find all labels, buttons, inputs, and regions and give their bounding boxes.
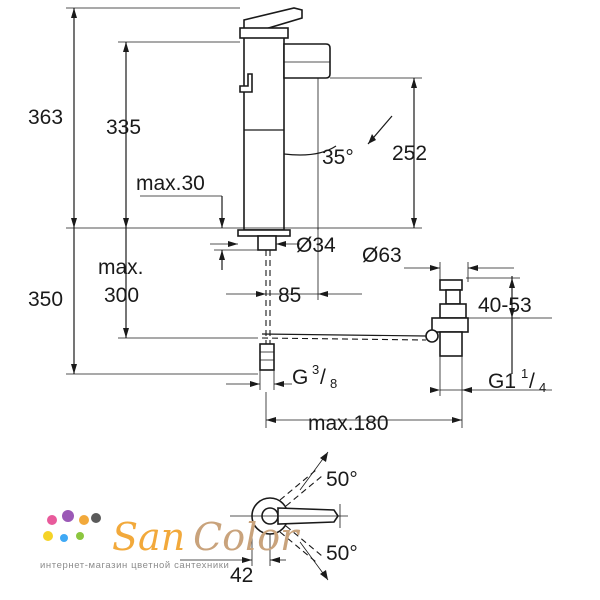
dim-40-53: 40-53 [478,294,532,317]
top-view [180,451,348,581]
dim-g-3-8-num: 3 [312,362,319,377]
faucet-body [237,7,331,371]
dot-pink [47,515,57,525]
dim-g-3-8-den: 8 [330,376,337,391]
dim-max-300-line1: max. [98,256,144,279]
dot-blue [60,534,68,542]
dim-max-180: max.180 [308,412,389,435]
dim-angle-35: 35° [322,146,354,169]
dim-85: 85 [278,284,301,307]
dim-42: 42 [230,564,253,587]
dot-purple [62,510,74,522]
dim-g-3-8: G 3 / 8 [292,362,337,391]
dim-g1-1-4-slash: / [529,370,535,393]
dimension-labels: 363 335 252 35° max.30 350 max. 300 Ø34 … [28,106,546,587]
brand-color: Color [193,515,301,559]
dim-350: 350 [28,288,63,311]
dim-max-30: max.30 [136,172,205,195]
dot-yellow [43,531,53,541]
dot-green [76,532,84,540]
dim-g1-1-4: G1 1 / 4 [488,366,546,395]
dot-orange [79,515,89,525]
dim-335: 335 [106,116,141,139]
dim-dia-34: Ø34 [296,234,336,257]
dim-g1-1-4-den: 4 [539,380,546,395]
dim-dia-63: Ø63 [362,244,402,267]
dim-max-300-line2: 300 [104,284,139,307]
dimension-lines [66,7,552,428]
brand-san: San [112,515,185,559]
dim-g-3-8-main: G [292,366,308,389]
dim-g1-1-4-num: 1 [521,366,528,381]
dim-angle-50-top: 50° [326,468,358,491]
dim-363: 363 [28,106,63,129]
color-dots-logo [43,510,101,542]
dim-252: 252 [392,142,427,165]
brand-tagline: интернет-магазин цветной сантехники [40,560,229,571]
pop-up-waste [261,279,469,357]
dim-g1-1-4-main: G1 [488,370,516,393]
dim-g-3-8-slash: / [320,366,326,389]
dot-dark [91,513,101,523]
dim-angle-50-bottom: 50° [326,542,358,565]
